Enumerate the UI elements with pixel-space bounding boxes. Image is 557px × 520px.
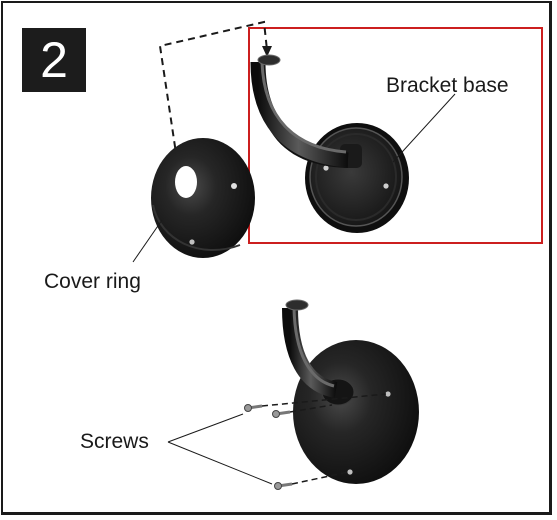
assembled-bracket-part	[282, 299, 419, 484]
step-number: 2	[40, 32, 68, 88]
screw-path-top	[261, 393, 387, 407]
bracket-base-leader-line	[392, 93, 456, 163]
highlight-box	[248, 27, 543, 244]
cover-ring-label: Cover ring	[44, 270, 141, 293]
screw-path-middle	[289, 404, 333, 413]
step-number-badge: 2	[22, 28, 86, 92]
bracket-base-part	[250, 54, 409, 233]
assembly-path-arrow	[158, 20, 268, 161]
cover-ring-leader-line	[132, 219, 163, 263]
screw-middle	[272, 410, 291, 418]
screws-label: Screws	[80, 430, 149, 453]
screws-leader-line-bottom	[167, 441, 273, 485]
instruction-frame	[1, 1, 552, 515]
arrow-head	[262, 46, 272, 57]
screw-top-left	[244, 404, 263, 412]
bracket-base-label: Bracket base	[386, 74, 509, 97]
screws-leader-line-top	[167, 413, 244, 443]
cover-ring-part	[151, 138, 255, 258]
screw-bottom	[274, 482, 293, 490]
